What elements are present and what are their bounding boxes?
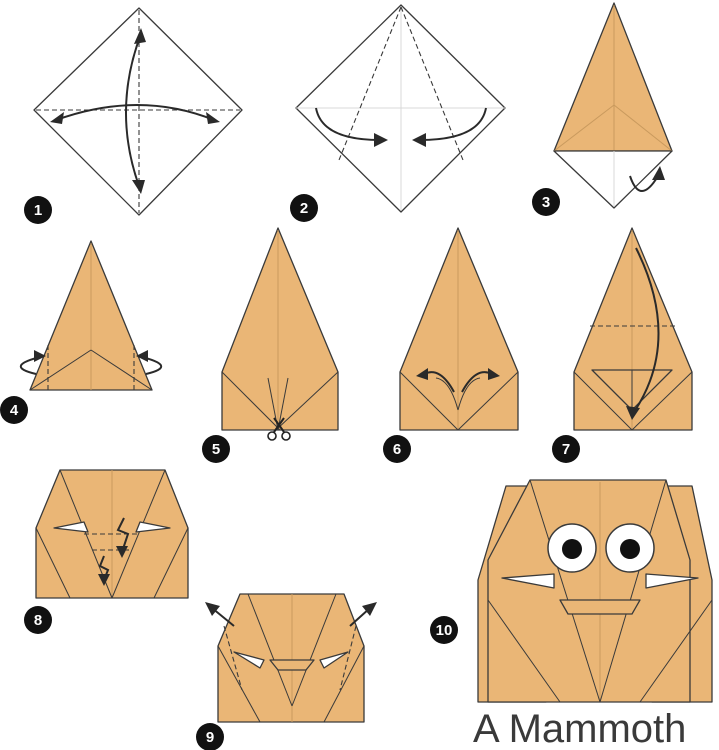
svg-text:7: 7 xyxy=(562,441,570,458)
step-8-diagram: 8 xyxy=(24,469,189,634)
step-badge: 5 xyxy=(202,435,230,463)
step-badge: 6 xyxy=(383,435,411,463)
svg-text:9: 9 xyxy=(206,729,214,746)
page-title: A Mammoth xyxy=(473,707,686,750)
step-5-diagram: 5 xyxy=(202,227,339,463)
step-1-diagram: 1 xyxy=(24,7,243,224)
right-eye xyxy=(605,523,655,573)
step-badge: 8 xyxy=(24,606,52,634)
svg-text:5: 5 xyxy=(212,441,220,458)
step-badge: 7 xyxy=(552,435,580,463)
svg-text:3: 3 xyxy=(542,194,550,211)
svg-text:2: 2 xyxy=(300,200,308,217)
step-badge: 2 xyxy=(290,194,318,222)
step-3-diagram: 3 xyxy=(532,2,673,216)
step-7-diagram: 7 xyxy=(552,227,693,463)
scissors-icon xyxy=(267,417,291,441)
svg-text:4: 4 xyxy=(10,402,19,419)
step-badge: 4 xyxy=(0,396,28,424)
step-4-diagram: 4 xyxy=(0,240,162,424)
svg-text:6: 6 xyxy=(393,441,401,458)
left-eye xyxy=(547,523,597,573)
step-badge: 9 xyxy=(196,723,224,750)
step-9-diagram: 9 xyxy=(196,593,377,750)
svg-text:8: 8 xyxy=(34,612,42,629)
svg-text:1: 1 xyxy=(34,202,42,219)
step-6-diagram: 6 xyxy=(383,227,519,463)
step-2-diagram: 2 xyxy=(290,4,506,222)
step-10-diagram: 10 xyxy=(430,479,713,703)
step-badge: 3 xyxy=(532,188,560,216)
step-badge: 1 xyxy=(24,196,52,224)
svg-text:10: 10 xyxy=(436,622,453,639)
step-badge: 10 xyxy=(430,616,458,644)
